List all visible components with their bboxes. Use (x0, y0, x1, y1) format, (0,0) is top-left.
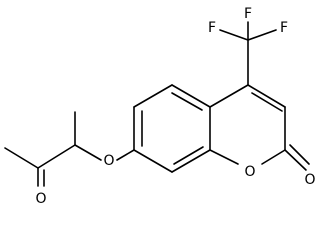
atom-label-o-ketone: O (35, 191, 46, 207)
bond-cf3-f-right (247, 29, 277, 41)
atom-label-o-ring: O (244, 164, 255, 180)
bond-ch-carbonyl-c (37, 144, 76, 169)
atom-label-f-left: F (208, 20, 216, 36)
atom-label-f-top: F (244, 6, 252, 22)
bond-cf3-f-left (219, 29, 249, 41)
benzene-ring (133, 84, 211, 173)
bond-c7-o-ether (116, 149, 135, 161)
atom-label-o-ether: O (103, 153, 114, 169)
bond-c8-c8a (171, 149, 211, 173)
atom-label-o-carbonyl-lactone: O (304, 172, 315, 188)
bond-c2-o-outer (284, 149, 307, 171)
bond-carbonyl-c-methyl (4, 147, 39, 169)
bond-c2-o-inner (289, 144, 310, 165)
bond-c5-c6 (133, 84, 173, 108)
ether-side-chain: O O (4, 111, 135, 207)
bond-c4a-c5-inner (171, 92, 203, 111)
bond-c4-c3 (247, 84, 286, 108)
bond-o1-c8a (209, 149, 239, 165)
bond-c7-c8 (133, 149, 173, 173)
bond-c4a-c5 (171, 84, 211, 108)
bond-c4-c3-inner (251, 92, 283, 112)
pyranone-ring: O (209, 84, 286, 180)
bond-o-ether-ch (74, 144, 102, 161)
bond-c8-c8a-inner (173, 146, 204, 165)
atom-label-f-right: F (280, 20, 288, 36)
trifluoromethyl-group: F F F (208, 6, 288, 86)
lactone-carbonyl: O (284, 144, 316, 188)
bond-c2-o1 (261, 149, 286, 165)
molecule-structure-drawing: F F F O O O O (4, 6, 316, 207)
bond-c4-c4a (209, 84, 249, 108)
